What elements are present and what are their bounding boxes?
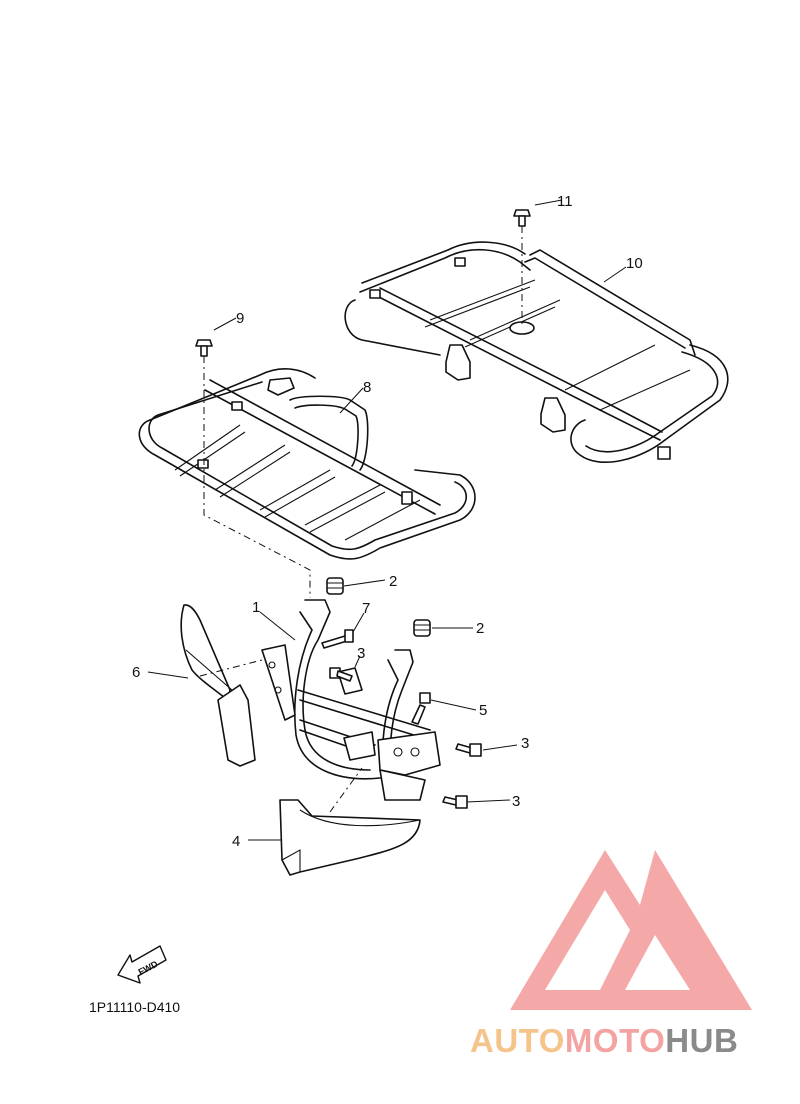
- watermark-hub: HUB: [665, 1022, 738, 1059]
- screw-part-5: [411, 692, 431, 725]
- front-carrier-part-8: [138, 368, 476, 560]
- screw-part-7: [321, 629, 354, 649]
- callout-10: 10: [626, 255, 643, 272]
- callout-labels: 1 2 2 3 3 3 4 5 6 7 8 9 10 11: [132, 193, 643, 850]
- automotohub-logo: [510, 850, 752, 1010]
- front-bumper-part-4: [279, 767, 421, 876]
- watermark-text: AUTOMOTOHUB: [470, 1022, 738, 1059]
- watermark-auto: AUTO: [470, 1022, 565, 1059]
- callout-11: 11: [557, 193, 573, 210]
- callout-9: 9: [236, 310, 244, 327]
- side-protector-part-6: [180, 604, 263, 767]
- grommet-part-2-a: [326, 577, 344, 595]
- bolt-part-3-c: [442, 795, 468, 809]
- bolt-part-3-b: [455, 743, 482, 757]
- bolt-part-9: [195, 339, 213, 357]
- grommet-part-2-b: [413, 619, 431, 637]
- callout-4: 4: [232, 833, 240, 850]
- callout-3-a: 3: [357, 645, 365, 662]
- callout-2-a: 2: [389, 573, 397, 590]
- bolt-part-11: [513, 209, 531, 227]
- leader-lines: [147, 199, 627, 841]
- rear-carrier-part-10: [344, 241, 729, 463]
- callout-5: 5: [479, 702, 487, 719]
- fwd-arrow-icon: FWD: [117, 945, 167, 984]
- callout-1: 1: [252, 599, 260, 616]
- callout-3-c: 3: [512, 793, 520, 810]
- bolt-part-3-a: [329, 667, 353, 682]
- callout-3-b: 3: [521, 735, 529, 752]
- watermark-moto: MOTO: [565, 1022, 665, 1059]
- diagram-code: 1P11110-D410: [89, 999, 180, 1015]
- callout-6: 6: [132, 664, 140, 681]
- callout-7: 7: [362, 600, 370, 617]
- callout-2-b: 2: [476, 620, 484, 637]
- callout-8: 8: [363, 379, 371, 396]
